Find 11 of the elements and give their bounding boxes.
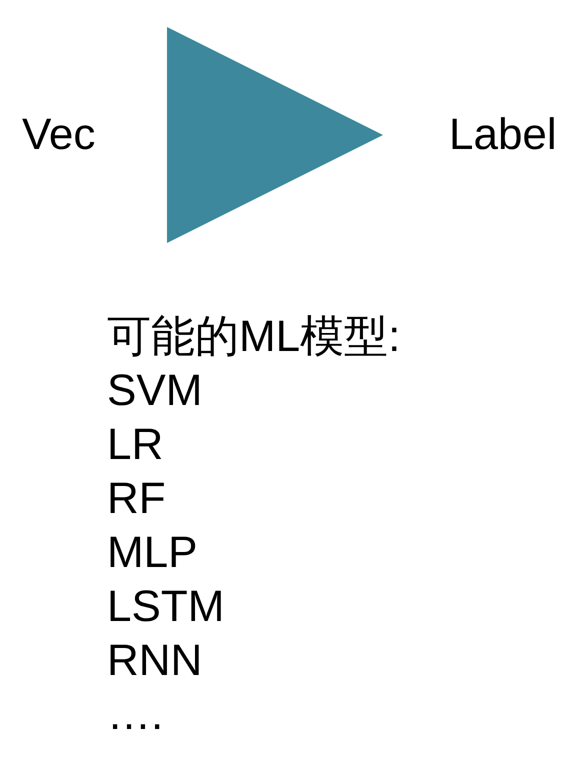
- list-item: RNN: [107, 635, 202, 687]
- list-item: ….: [107, 689, 164, 741]
- list-item: LR: [107, 419, 164, 471]
- list-item: MLP: [107, 527, 198, 579]
- input-label: Vec: [22, 109, 96, 161]
- list-heading: 可能的ML模型:: [107, 311, 400, 363]
- list-item: LSTM: [107, 581, 224, 633]
- list-item: SVM: [107, 365, 202, 417]
- model-triangle: [167, 27, 383, 243]
- output-label: Label: [449, 109, 557, 161]
- list-item: RF: [107, 473, 166, 525]
